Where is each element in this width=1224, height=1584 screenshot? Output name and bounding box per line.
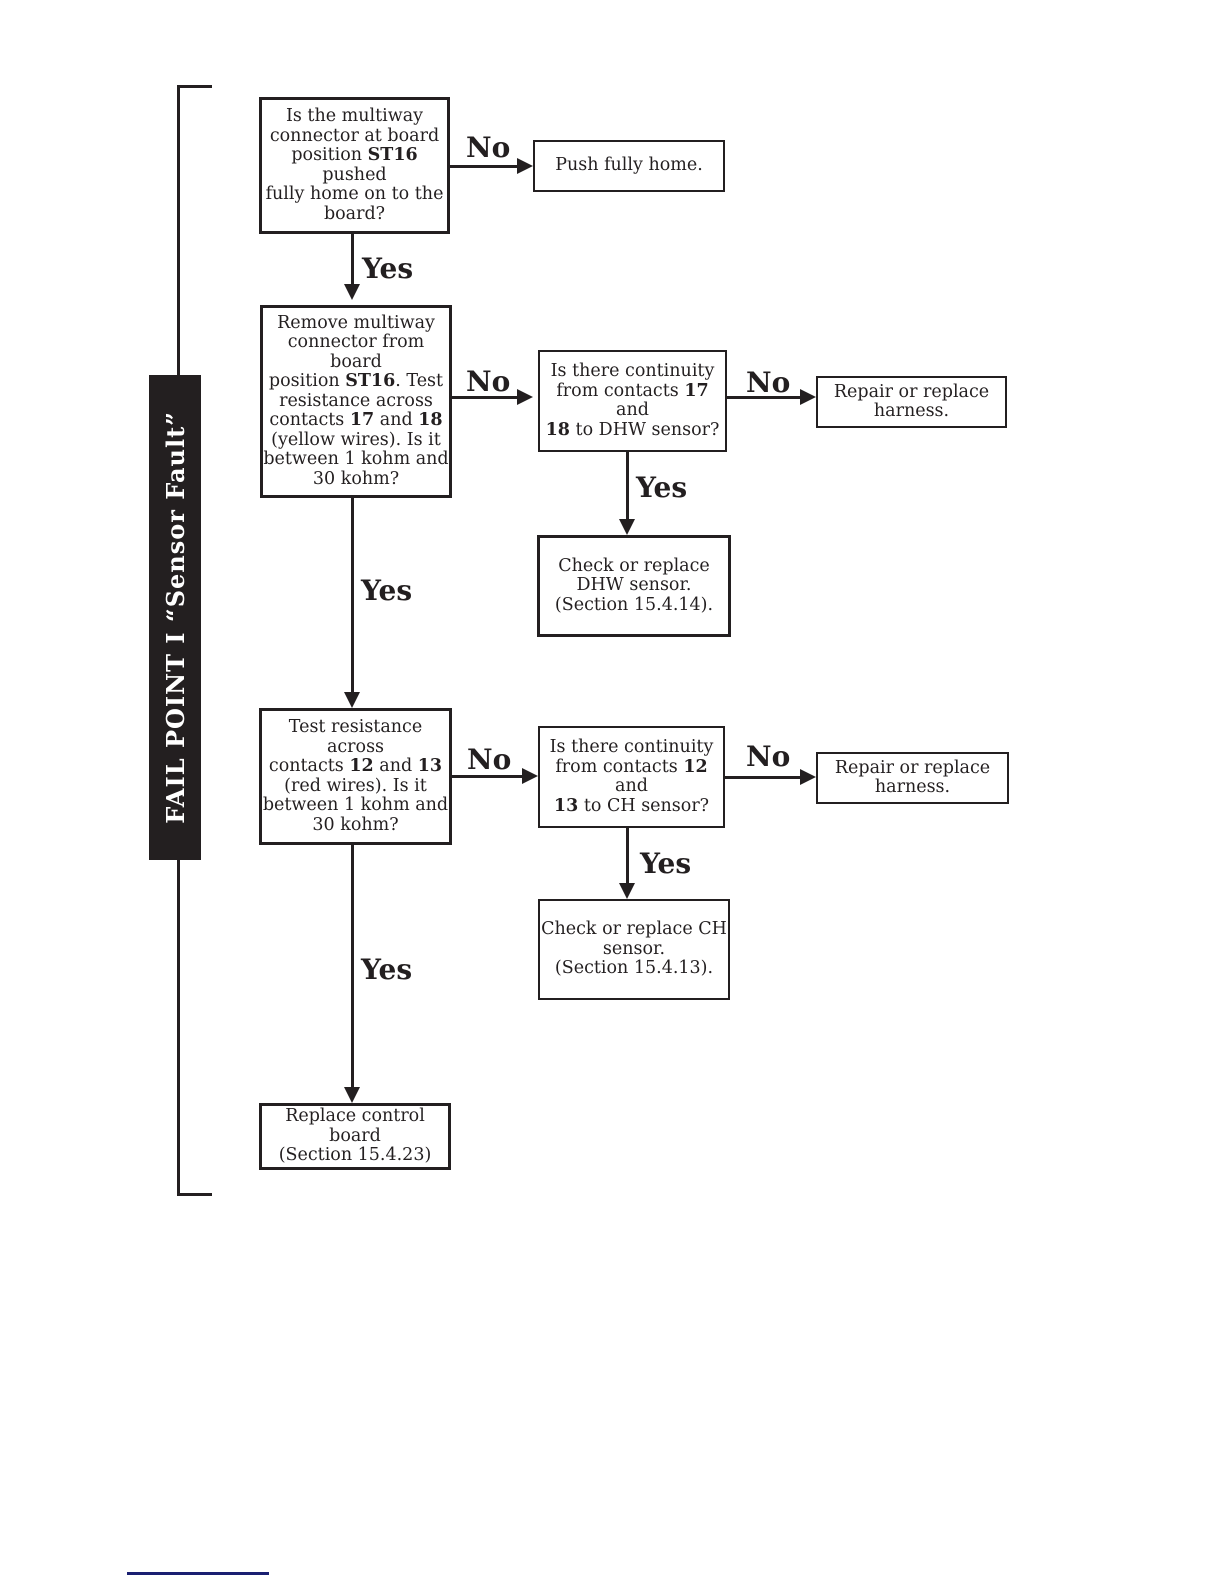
fail-point-banner-label: FAIL POINT I “Sensor Fault” <box>160 411 190 824</box>
arrow-no-q3-to-harness1 <box>727 389 816 405</box>
arrow-yes-q5-to-ch <box>619 828 635 899</box>
arrow-no-q4-to-q5 <box>452 768 538 784</box>
arrow-no-q1-to-push <box>450 158 533 174</box>
fail-point-banner: FAIL POINT I “Sensor Fault” <box>149 375 201 860</box>
label-no-q5: No <box>746 740 791 773</box>
label-yes-q4: Yes <box>361 953 413 986</box>
arrow-yes-q1-to-q2 <box>344 234 360 300</box>
arrow-no-q2-to-q3 <box>452 389 533 405</box>
node-text: Push fully home. <box>555 155 703 176</box>
arrow-yes-q3-to-dhw <box>619 452 635 535</box>
label-no-q1: No <box>466 131 511 164</box>
arrow-yes-q2-to-q4 <box>344 498 360 708</box>
label-yes-q3: Yes <box>636 471 688 504</box>
arrow-yes-q4-to-replace <box>344 845 360 1103</box>
label-yes-q5: Yes <box>640 847 692 880</box>
label-no-q4: No <box>467 743 512 776</box>
label-yes-q2: Yes <box>361 574 413 607</box>
arrow-no-q5-to-harness2 <box>725 769 816 785</box>
node-replace-control-board: Replace control board(Section 15.4.23) <box>259 1103 451 1170</box>
label-no-q2: No <box>466 365 511 398</box>
node-text: Replace control board(Section 15.4.23) <box>278 1106 432 1166</box>
label-no-q3: No <box>746 366 791 399</box>
footer-rule <box>127 1572 269 1575</box>
label-yes-q1: Yes <box>362 252 414 285</box>
node-push-fully-home: Push fully home. <box>533 140 725 192</box>
